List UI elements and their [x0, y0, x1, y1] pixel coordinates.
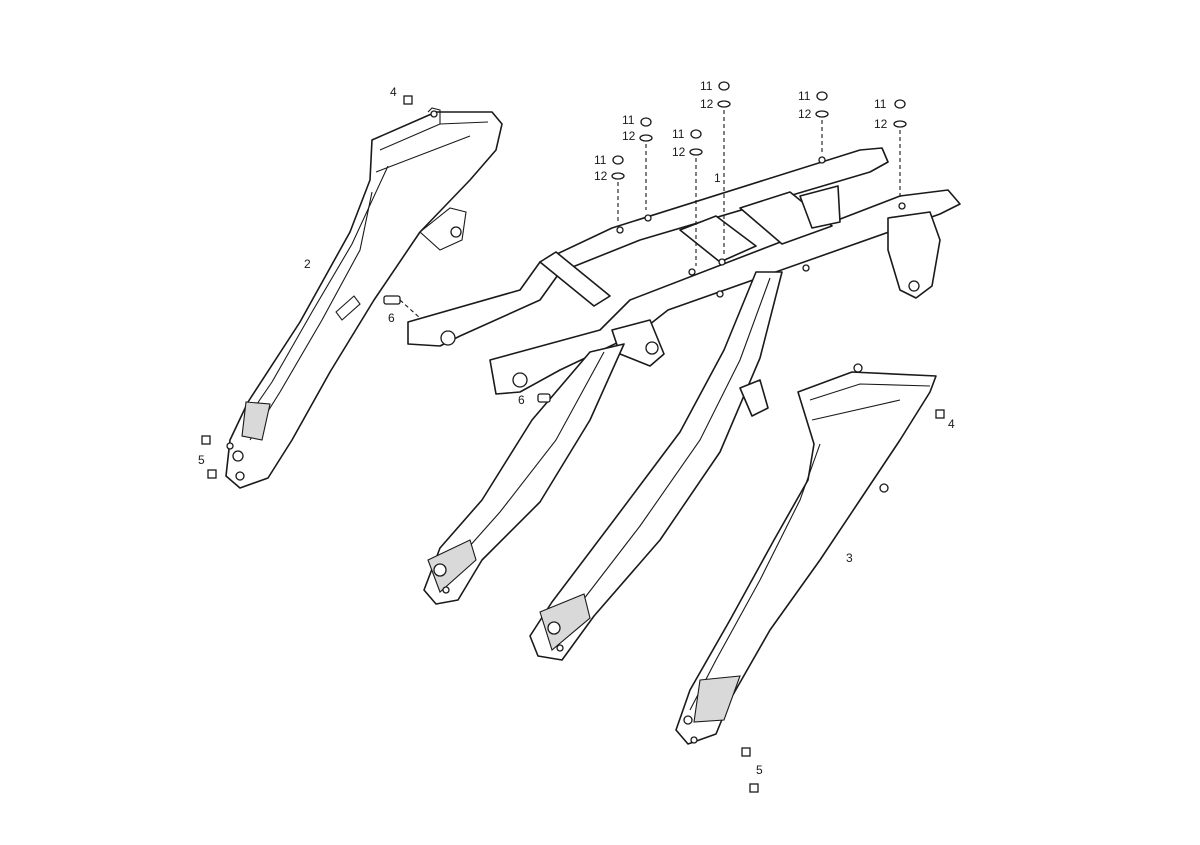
- label-pin-lower: 6: [518, 393, 525, 407]
- pin-upper: [383, 295, 421, 319]
- left-side-panel: [225, 107, 503, 489]
- label-screw-right: 4: [948, 417, 955, 431]
- label-washer: 12: [672, 145, 686, 159]
- screw-right: [935, 409, 945, 419]
- label-washer: 12: [874, 117, 888, 131]
- label-nut: 11: [700, 79, 713, 93]
- label-washer: 12: [798, 107, 812, 121]
- bolts-lower-right: [741, 747, 759, 793]
- label-nut: 11: [672, 127, 685, 141]
- nut-washer-stacks: [611, 81, 907, 266]
- label-bolt-lower-right: 5: [756, 763, 763, 777]
- pin-lower: [537, 393, 551, 403]
- subframe: [407, 147, 961, 661]
- label-nut: 11: [594, 153, 607, 167]
- label-right-side-panel: 3: [846, 551, 853, 565]
- screw-upper-left: [403, 95, 413, 105]
- right-side-panel: [675, 363, 937, 745]
- label-washer: 12: [622, 129, 636, 143]
- label-nut: 11: [622, 113, 635, 127]
- label-left-side-panel: 2: [304, 257, 311, 271]
- label-screw-upper-left: 4: [390, 85, 397, 99]
- label-nut: 11: [874, 97, 887, 111]
- label-nut: 11: [798, 89, 811, 103]
- label-bolt-lower-left: 5: [198, 453, 205, 467]
- label-pin-upper: 6: [388, 311, 395, 325]
- label-washer: 12: [700, 97, 714, 111]
- label-frame: 1: [714, 171, 721, 185]
- bolts-lower-left: [201, 435, 217, 479]
- label-washer: 12: [594, 169, 608, 183]
